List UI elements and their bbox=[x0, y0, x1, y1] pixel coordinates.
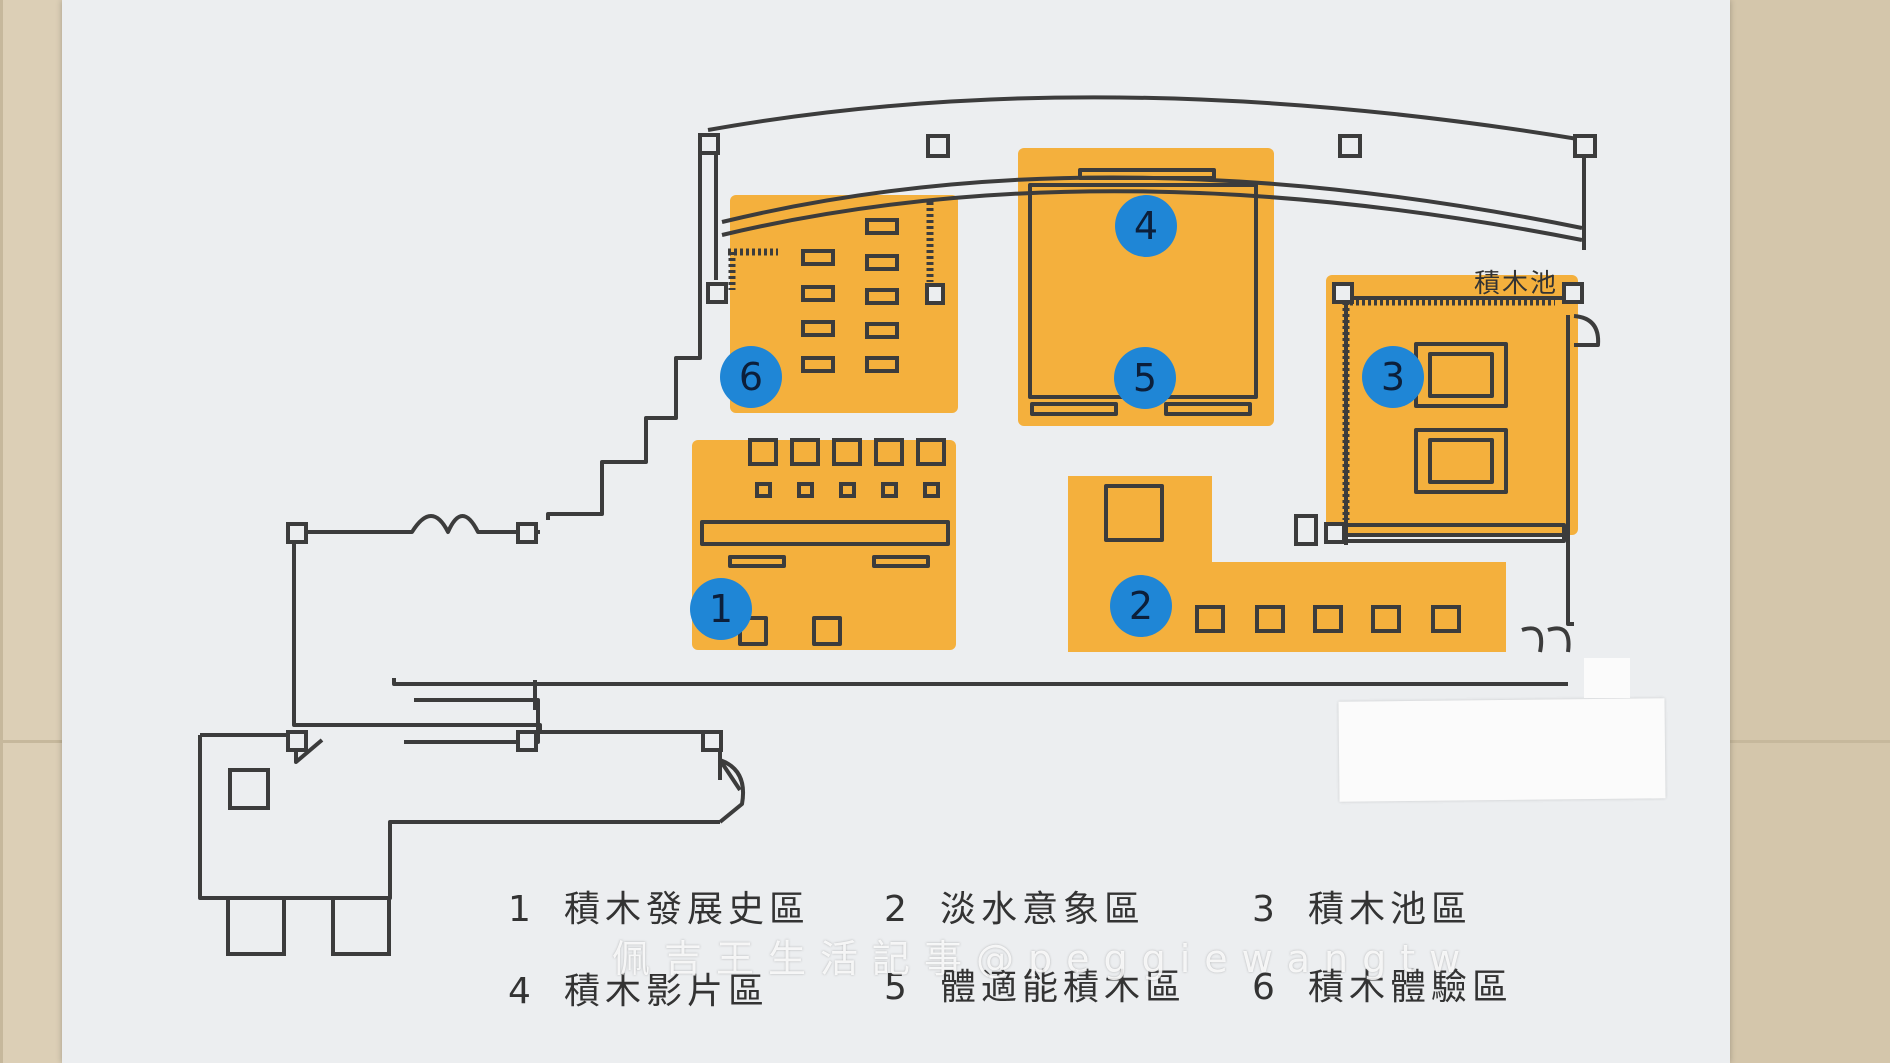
zone-badge-1: 1 bbox=[690, 578, 752, 640]
legend-label: 體適能積木區 bbox=[940, 967, 1187, 1008]
tamsui-blocks bbox=[1195, 605, 1461, 633]
right-wall bbox=[1566, 315, 1574, 626]
legend-number: 2 bbox=[884, 889, 907, 930]
pool-door bbox=[1573, 314, 1601, 347]
zone-6-area bbox=[730, 195, 958, 413]
block-walls bbox=[728, 202, 1555, 520]
block-pool-label: 積木池 bbox=[1474, 269, 1559, 299]
legend-number: 3 bbox=[1252, 889, 1275, 930]
legend-label: 積木體驗區 bbox=[1308, 967, 1514, 1008]
tamsui-display bbox=[1104, 484, 1164, 542]
columns bbox=[226, 133, 1597, 956]
counter-outline bbox=[404, 698, 540, 744]
wall-left bbox=[0, 0, 62, 1063]
zone-badge-2: 2 bbox=[1110, 575, 1172, 637]
lower-room-door bbox=[718, 758, 745, 824]
legend-number: 1 bbox=[508, 889, 531, 930]
legend-label: 積木發展史區 bbox=[564, 889, 811, 930]
floor-plan-board: 積木池 1 2 3 4 5 6 1 積木發展史區 2 淡水意象區 3 積木池區 4 積木… bbox=[62, 0, 1730, 1063]
corridor-top-wall bbox=[294, 514, 540, 534]
legend-label: 積木池區 bbox=[1308, 889, 1473, 930]
wall-lines bbox=[198, 95, 1601, 900]
zone-badge-6: 6 bbox=[720, 346, 782, 408]
corridor-left-wall bbox=[292, 532, 400, 727]
legend-label: 積木影片區 bbox=[564, 971, 770, 1012]
experience-tables bbox=[801, 218, 899, 373]
wall-tile-joint bbox=[0, 0, 3, 1063]
wall-tile-joint bbox=[0, 740, 62, 743]
history-seats bbox=[748, 438, 946, 498]
legend-label: 淡水意象區 bbox=[940, 889, 1146, 930]
wall-tile-joint bbox=[1730, 740, 1890, 743]
right-door bbox=[1521, 626, 1571, 653]
zone-badge-4: 4 bbox=[1115, 195, 1177, 257]
wall-right bbox=[1730, 0, 1890, 1063]
watermark: 佩吉王生活記事@peggiewangtw bbox=[612, 937, 1475, 981]
legend-item-2: 2 淡水意象區 bbox=[884, 880, 1145, 932]
zone-badge-5: 5 bbox=[1114, 347, 1176, 409]
zone-badge-3: 3 bbox=[1362, 346, 1424, 408]
legend-item-4: 4 積木影片區 bbox=[508, 962, 769, 1014]
legend-number: 6 bbox=[1252, 967, 1275, 1008]
legend-item-1: 1 積木發展史區 bbox=[508, 880, 810, 932]
history-display-case bbox=[700, 520, 950, 546]
legend-item-6: 6 積木體驗區 bbox=[1252, 958, 1513, 1010]
roof-arc-inner-2 bbox=[721, 189, 1583, 242]
roof-arc-outer bbox=[707, 95, 1585, 142]
floor-plan-drawing bbox=[198, 95, 1601, 956]
legend-item-5: 5 體適能積木區 bbox=[884, 958, 1186, 1010]
legend-number: 4 bbox=[508, 971, 531, 1012]
legend-item-3: 3 積木池區 bbox=[1252, 880, 1472, 932]
covering-sticker bbox=[1338, 698, 1666, 802]
covering-sticker-small bbox=[1584, 658, 1630, 698]
zone-4-5-area bbox=[1018, 148, 1274, 426]
stair-wall bbox=[546, 135, 702, 520]
corridor-bottom-wall bbox=[392, 678, 1568, 686]
legend-number: 5 bbox=[884, 967, 907, 1008]
